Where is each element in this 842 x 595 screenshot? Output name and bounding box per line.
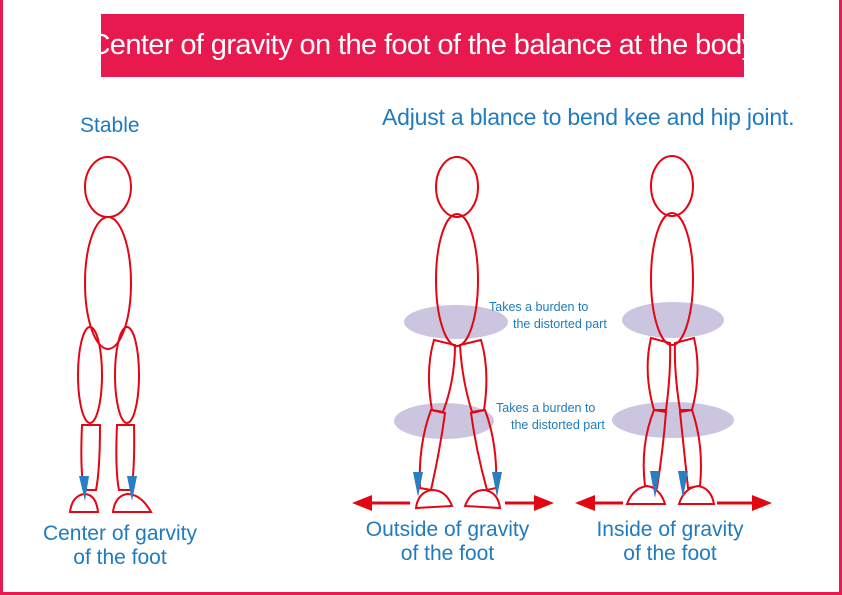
caption-center-line1: Center of garvity <box>42 522 198 545</box>
right-thigh <box>673 336 699 411</box>
torso-ellipse <box>84 216 132 350</box>
caption-outside-line2: of the foot <box>400 542 495 565</box>
arrow-right-inside <box>717 495 772 511</box>
caption-center-line2: of the foot <box>73 546 167 569</box>
caption-inside-line1: Inside of gravity <box>596 518 744 541</box>
caption-inside-line2: of the foot <box>623 542 717 565</box>
head-ellipse <box>84 156 132 218</box>
burden-ellipse-knee-inside <box>622 302 724 338</box>
burden-note-lower-line1: Takes a burden to <box>496 401 596 415</box>
head-ellipse <box>650 155 694 217</box>
gravity-marker-left <box>79 476 89 501</box>
burden-note-upper-line1: Takes a burden to <box>489 300 589 314</box>
head-ellipse <box>435 156 479 218</box>
caption-outside-line1: Outside of gravity <box>365 518 530 541</box>
arrow-right-outside <box>505 495 554 511</box>
gravity-marker-right <box>678 471 688 498</box>
figure-stable-markers <box>79 476 137 501</box>
left-shin <box>642 408 668 490</box>
left-thigh <box>77 326 103 424</box>
caption-inside-gravity: Inside of gravity of the foot <box>570 518 770 566</box>
arrow-left-inside <box>575 495 623 511</box>
arrow-left-outside <box>352 495 410 511</box>
left-thigh <box>646 336 672 411</box>
stable-label: Stable <box>80 114 140 137</box>
figure-outside-markers <box>413 472 502 497</box>
left-thigh <box>427 338 457 414</box>
right-thigh <box>458 338 488 414</box>
burden-ellipse-shin-inside <box>612 402 734 438</box>
force-arrows <box>352 495 772 511</box>
burden-note-lower-line2: the distorted part <box>511 418 605 432</box>
burden-note-upper: Takes a burden to the distorted part <box>489 299 607 333</box>
figure-outside <box>414 156 502 510</box>
burden-ellipse-knee-outside <box>404 305 508 339</box>
figure-inside-markers <box>650 471 688 498</box>
gravity-marker-right <box>492 472 502 497</box>
adjust-label: Adjust a blance to bend kee and hip join… <box>382 104 795 130</box>
gravity-marker-left <box>650 471 660 498</box>
right-foot <box>463 488 502 510</box>
left-foot <box>414 488 454 510</box>
gravity-marker-left <box>413 472 423 497</box>
right-thigh <box>114 326 140 424</box>
figure-inside <box>625 155 716 505</box>
right-foot <box>111 492 153 513</box>
caption-outside-gravity: Outside of gravity of the foot <box>345 518 550 566</box>
title-banner: Center of gravity on the foot of the bal… <box>89 14 756 77</box>
burden-note-upper-line2: the distorted part <box>513 317 607 331</box>
figure-stable <box>68 156 153 513</box>
page-title: Center of gravity on the foot of the bal… <box>89 29 756 61</box>
caption-center-gravity: Center of garvity of the foot <box>20 522 220 570</box>
gravity-marker-right <box>127 476 137 501</box>
left-shin <box>80 424 102 491</box>
left-foot <box>625 484 667 505</box>
burden-note-lower: Takes a burden to the distorted part <box>496 400 605 434</box>
torso-ellipse <box>435 213 479 347</box>
torso-ellipse <box>650 212 694 346</box>
